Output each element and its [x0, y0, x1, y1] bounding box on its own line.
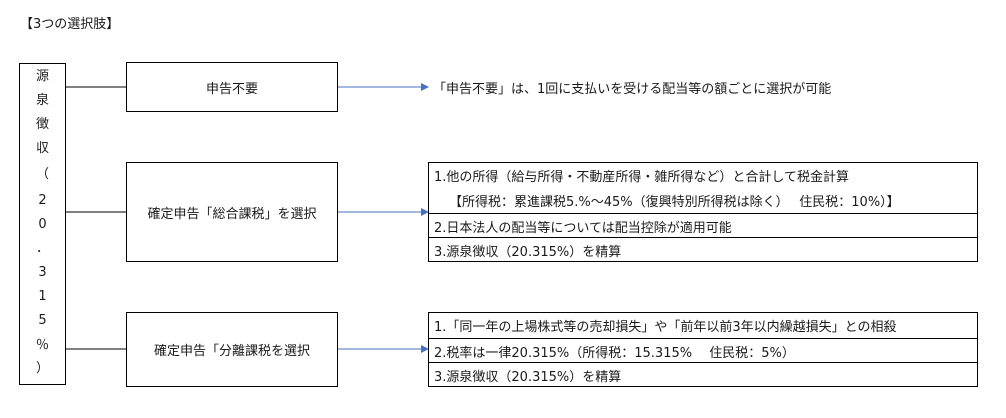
withholding-char: 源: [35, 69, 49, 84]
withholding-char: 徴: [35, 117, 49, 132]
separate-details-box: 1.「同一年の上場株式等の売却損失」や「前年以前3年以内繰越損失」との相殺 2.…: [428, 312, 978, 387]
withholding-char: 5: [38, 313, 47, 328]
withholding-label-box: 源 泉 徴 収 （ 2 0 ． 3 1 5 ％ ）: [19, 63, 66, 385]
option-label: 申告不要: [205, 81, 258, 97]
no-filing-note: 「申告不要」は、1回に支払いを受ける配当等の額ごとに選択が可能: [433, 82, 832, 97]
withholding-char: 収: [35, 141, 49, 156]
detail-row: 1.「同一年の上場株式等の売却損失」や「前年以前3年以内繰越損失」との相殺: [434, 320, 897, 335]
option-box-no-filing: 申告不要: [126, 62, 338, 112]
detail-row: 【所得税：累進課税5.%～45%（復興特別所得税は除く） 住民税：10%）】: [449, 195, 900, 210]
withholding-char: ．: [35, 241, 49, 256]
option-label: 確定申告「総合課税」を選択: [147, 206, 317, 222]
detail-row: 3.源泉徴収（20.315%）を精算: [429, 237, 977, 263]
detail-row: 3.源泉徴収（20.315%）を精算: [429, 362, 977, 388]
withholding-char: 泉: [35, 93, 49, 108]
withholding-char: 3: [38, 265, 47, 280]
detail-row: 2.税率は一律20.315%（所得税：15.315% 住民税：5%）: [429, 338, 977, 364]
withholding-char: （: [35, 167, 49, 182]
withholding-char: 2: [38, 193, 47, 208]
comprehensive-details-box: 1.他の所得（給与所得・不動産所得・雑所得など）と合計して税金計算 【所得税：累…: [428, 162, 978, 262]
option-box-separate: 確定申告「分離課税を選択: [126, 312, 338, 387]
withholding-char: 1: [38, 289, 47, 304]
option-label: 確定申告「分離課税を選択: [153, 344, 310, 359]
diagram-heading: 【3つの選択肢】: [20, 17, 120, 32]
detail-row: 2.日本法人の配当等については配当控除が適用可能: [429, 213, 977, 239]
withholding-char: 0: [38, 217, 47, 232]
detail-row: 1.他の所得（給与所得・不動産所得・雑所得など）と合計して税金計算: [434, 170, 850, 185]
withholding-char: ％: [35, 338, 49, 353]
withholding-char: ）: [35, 361, 49, 376]
option-box-comprehensive: 確定申告「総合課税」を選択: [126, 162, 338, 262]
